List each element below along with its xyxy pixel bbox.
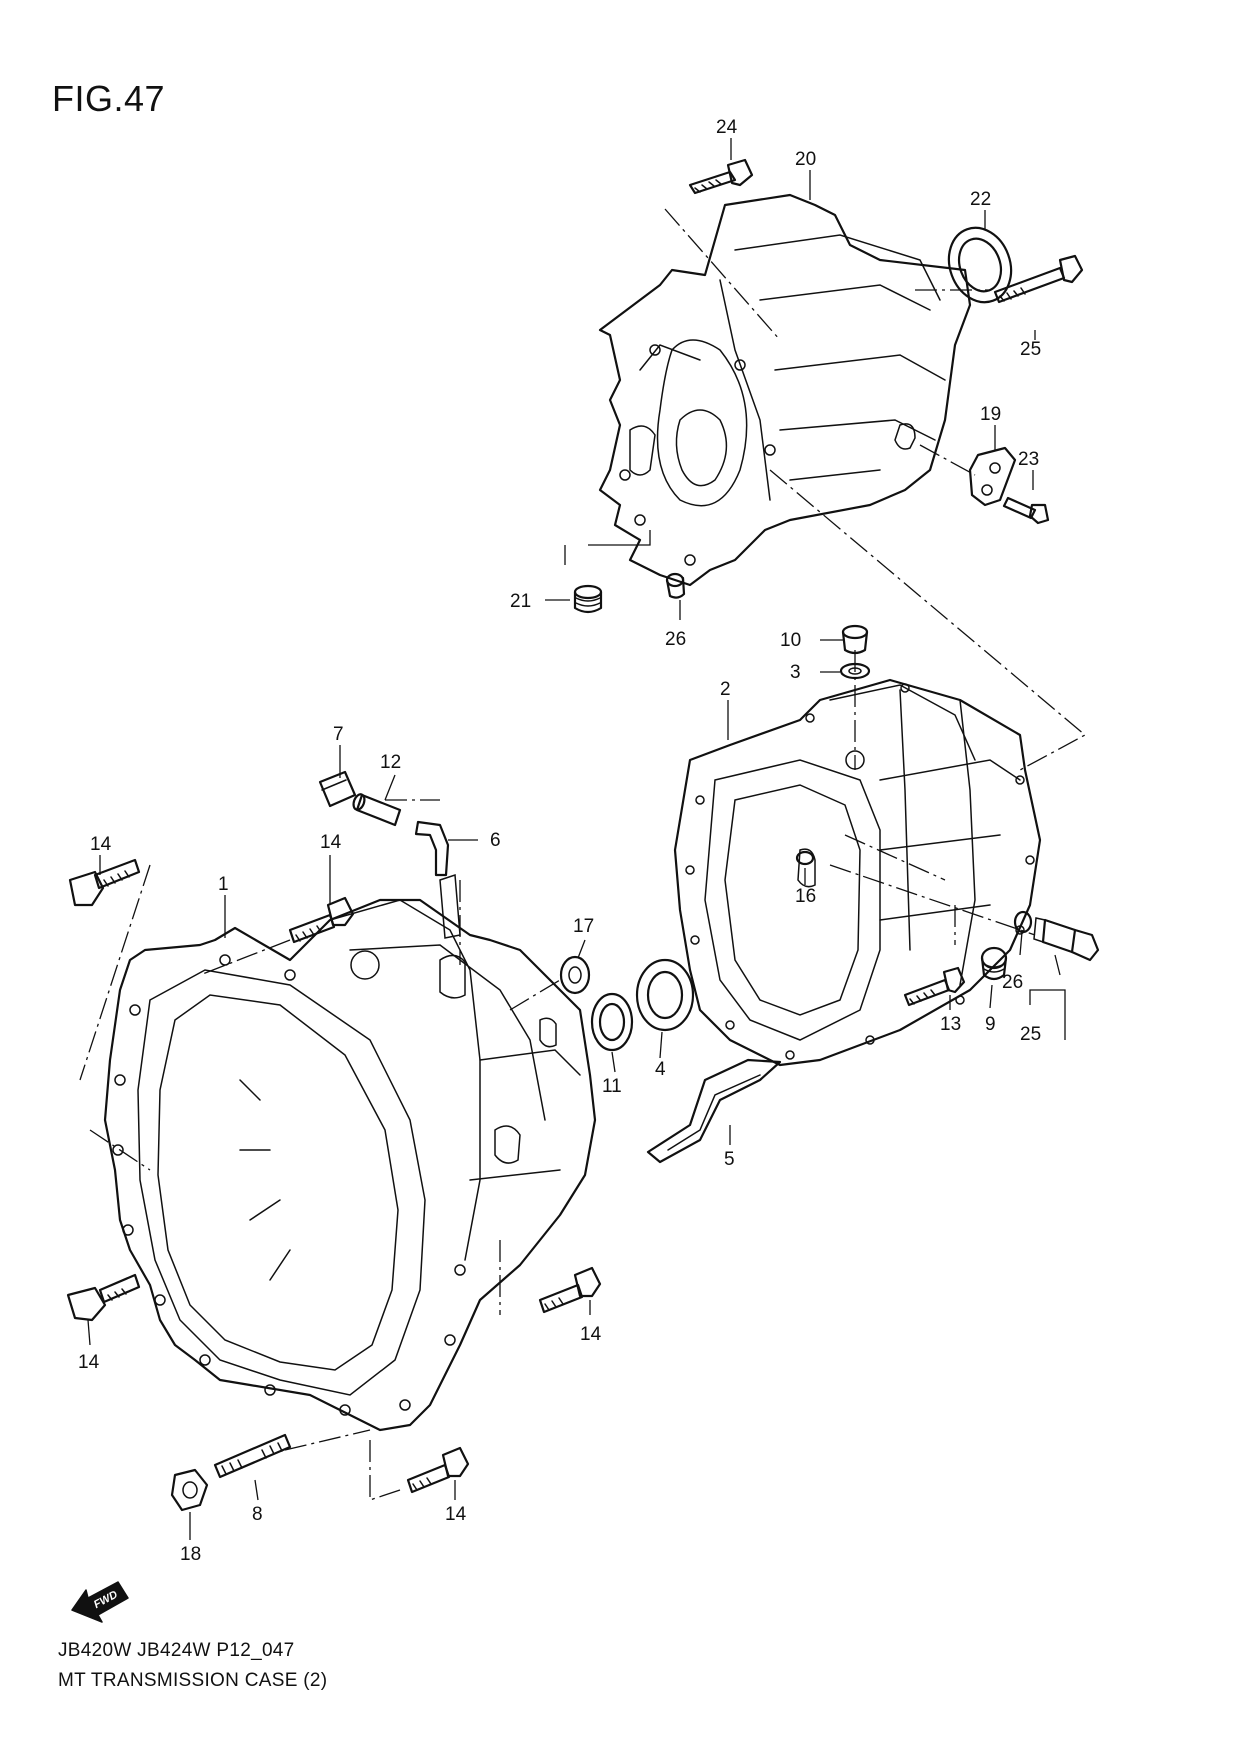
- transmission-case-2: [673, 678, 1042, 1067]
- callout-8: 8: [252, 1504, 263, 1525]
- bolt-21: [1002, 496, 1050, 525]
- callout-22: 24: [716, 117, 738, 138]
- nut-16-bottom: [170, 1468, 209, 1512]
- callout-7: 7: [333, 724, 344, 745]
- callout-20: 22: [970, 189, 991, 210]
- plug-9: [980, 946, 1008, 981]
- callout-1: 1: [218, 874, 229, 895]
- oil-seal-11: [590, 992, 634, 1052]
- extension-case-18: [598, 193, 972, 587]
- o-ring-26: [1013, 910, 1033, 934]
- callout-6: 6: [490, 830, 501, 851]
- footer-caption: MT TRANSMISSION CASE (2): [58, 1670, 328, 1691]
- callout-13: 13: [940, 1014, 961, 1035]
- oil-seal-4: [635, 958, 695, 1032]
- seal-16-top: [559, 955, 591, 995]
- bolt-14-bottom: [406, 1446, 470, 1494]
- callout-14-upper-left: 14: [90, 834, 112, 855]
- plate-17: [968, 446, 1017, 507]
- callout-18: 20: [795, 149, 816, 170]
- callout-3: 3: [790, 662, 801, 683]
- callout-14-upper-mid: 14: [320, 832, 342, 853]
- bolt-14-left: [66, 1273, 141, 1322]
- callout-10: 10: [780, 630, 801, 651]
- callout-12: 12: [380, 752, 401, 773]
- callout-25: 25: [1020, 1024, 1041, 1045]
- callout-17: 19: [980, 404, 1001, 425]
- plate-5: [646, 1058, 782, 1164]
- switch-25: [1033, 917, 1100, 962]
- callout-21: 23: [1018, 449, 1039, 470]
- stud-bolt-8: [213, 1433, 292, 1479]
- callout-16-bottom: 18: [180, 1544, 201, 1565]
- pin-24: [665, 572, 686, 599]
- bolt-14-right: [538, 1266, 602, 1314]
- callout-16-top: 17: [573, 916, 594, 937]
- callout-5: 5: [724, 1149, 735, 1170]
- hose-12: [352, 793, 402, 827]
- callout-14-bottom: 14: [445, 1504, 467, 1525]
- callout-9: 9: [985, 1014, 996, 1035]
- bolt-22: [688, 158, 754, 195]
- callout-26: 26: [1002, 972, 1023, 993]
- callout-19: 21: [510, 591, 531, 612]
- bolt-14-upper-left: [68, 858, 141, 907]
- bolt-14-upper-mid: [288, 896, 355, 944]
- footer-model-code: JB420W JB424W P12_047: [58, 1640, 295, 1661]
- plug-10: [841, 624, 869, 655]
- leader-lines: [87, 138, 1066, 1540]
- oil-seal-20: [947, 226, 1013, 304]
- callout-4: 4: [655, 1059, 666, 1080]
- fwd-arrow-icon: FWD: [71, 1581, 129, 1623]
- bolt-13: [903, 966, 966, 1007]
- figure-title: FIG.47: [52, 78, 166, 119]
- plug-19: [573, 584, 603, 614]
- breather-cap-7: [318, 770, 357, 808]
- callout-labels: 24 20 22 25 19 23 21 26 10 3 2 7 12 6 14…: [78, 117, 1041, 1565]
- callout-15: 16: [795, 886, 816, 907]
- bolt-23: [993, 254, 1084, 304]
- callout-14-left: 14: [78, 1352, 100, 1373]
- callout-14-right: 14: [580, 1324, 602, 1345]
- alignment-lines: [79, 208, 1087, 1501]
- callout-11: 11: [602, 1076, 622, 1097]
- pin-15: [795, 850, 815, 866]
- callout-2: 2: [720, 679, 731, 700]
- clutch-housing-1: [103, 873, 597, 1432]
- callout-24: 26: [665, 629, 686, 650]
- callout-23: 25: [1020, 339, 1041, 360]
- pipe-6: [414, 820, 450, 877]
